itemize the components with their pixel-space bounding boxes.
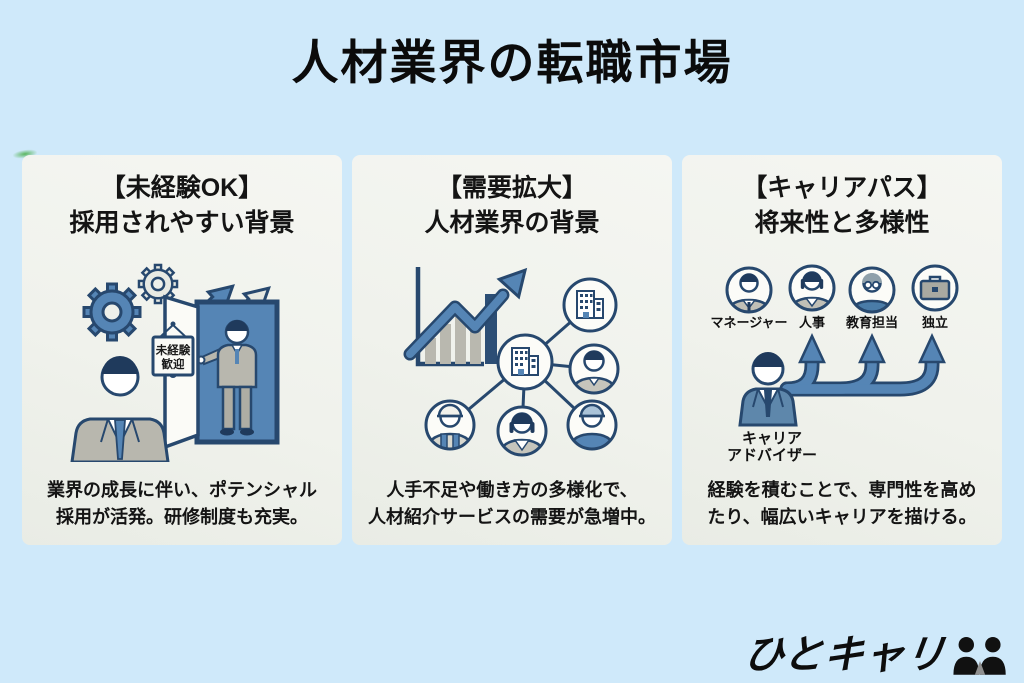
brand-logo-text: ひとキャリ — [740, 633, 948, 677]
gear-icon — [82, 282, 142, 341]
growth-arrow-icon — [403, 267, 528, 360]
career-path-graphic: マネージャー 人事 教育担当 独立 キャリア アドバイザー — [710, 264, 959, 462]
path-label-hr: 人事 — [799, 315, 825, 330]
job-seeker-businessman-icon — [70, 355, 170, 462]
educator-icon — [848, 266, 896, 313]
path-label-educator: 教育担当 — [845, 315, 898, 330]
brand-logo: ひとキャリ — [740, 633, 1010, 677]
card-description-line2: 採用が活発。研修制度も充実。 — [56, 507, 308, 527]
open-door-welcome-graphic: 未経験 歓迎 — [70, 263, 280, 462]
card-description-line2: 人材紹介サービスの需要が急増中。 — [368, 507, 656, 527]
card-description-line1: 経験を積むことで、専門性を高め — [707, 480, 977, 500]
greeter-businessman-icon — [196, 319, 258, 435]
advisor-label-line1: キャリア — [742, 430, 802, 447]
branching-arrows-icon — [779, 332, 946, 396]
open-door-illustration: 未経験 歓迎 — [32, 257, 332, 462]
engineer-icon — [566, 399, 618, 450]
card-description-line2: たり、幅広いキャリアを描ける。 — [707, 507, 977, 527]
career-advisor-icon — [738, 351, 798, 426]
card-career-path: 【キャリアパス】 将来性と多様性 — [682, 155, 1002, 545]
company-building-icon — [496, 333, 554, 390]
welcome-sign-icon: 未経験 歓迎 — [151, 321, 195, 376]
card-title-line2: 人材業界の背景 — [424, 209, 600, 237]
office-building-icon — [562, 277, 618, 332]
advisor-label-line2: アドバイザー — [727, 447, 817, 462]
career-path-illustration: マネージャー 人事 教育担当 独立 キャリア アドバイザー — [692, 257, 992, 462]
sign-text-line2: 歓迎 — [162, 357, 185, 371]
card-description: 業界の成長に伴い、ポテンシャル 採用が活発。研修制度も充実。 — [47, 477, 317, 531]
card-title: 【未経験OK】 採用されやすい背景 — [69, 171, 294, 241]
card-title-line2: 採用されやすい背景 — [69, 209, 295, 237]
card-title-line2: 将来性と多様性 — [754, 209, 930, 237]
card-title-line1: 【未経験OK】 — [100, 174, 264, 202]
card-title: 【需要拡大】 人材業界の背景 — [424, 171, 599, 241]
cards-row: 【未経験OK】 採用されやすい背景 — [22, 155, 1002, 545]
card-title-line1: 【キャリアパス】 — [742, 174, 942, 202]
card-demand-expansion: 【需要拡大】 人材業界の背景 — [352, 155, 672, 545]
briefcase-icon — [911, 264, 959, 311]
card-description-line1: 業界の成長に伴い、ポテンシャル — [47, 480, 317, 500]
hr-person-icon — [788, 264, 836, 311]
businessman-icon — [568, 343, 620, 394]
card-description-line1: 人手不足や働き方の多様化で、 — [386, 480, 638, 500]
card-description: 経験を積むことで、専門性を高め たり、幅広いキャリアを描ける。 — [707, 477, 976, 531]
card-inexperienced-ok: 【未経験OK】 採用されやすい背景 — [22, 155, 342, 545]
two-people-icon — [950, 635, 1010, 675]
businesswoman-icon — [496, 405, 548, 456]
path-label-independence: 独立 — [922, 315, 948, 330]
growth-network-illustration — [362, 257, 662, 462]
construction-worker-icon — [424, 399, 476, 450]
growth-network-graphic — [403, 266, 620, 456]
path-label-manager: マネージャー — [710, 315, 787, 330]
card-description: 人手不足や働き方の多様化で、 人材紹介サービスの需要が急増中。 — [368, 477, 656, 531]
card-title-line1: 【需要拡大】 — [436, 174, 587, 202]
card-title: 【キャリアパス】 将来性と多様性 — [742, 171, 942, 241]
page-title: 人材業界の転職市場 — [291, 36, 733, 89]
sign-text-line1: 未経験 — [155, 343, 191, 357]
gear-icon — [137, 263, 179, 304]
manager-icon — [725, 266, 773, 313]
